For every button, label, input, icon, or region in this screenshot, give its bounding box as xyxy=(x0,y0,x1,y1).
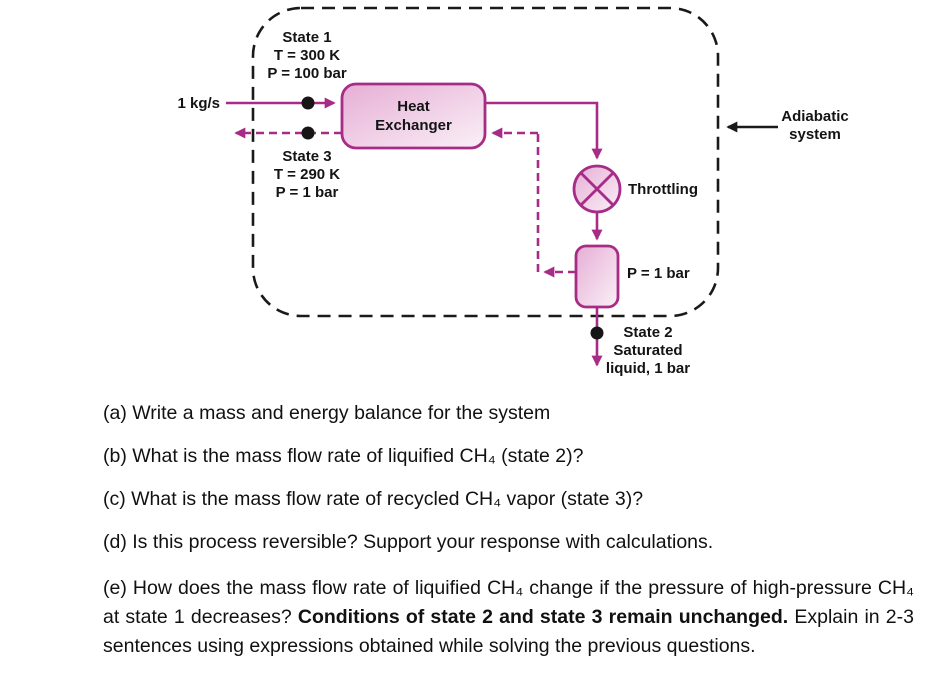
question-e-part2: Explain in 2-3 sentences using expressio… xyxy=(103,606,914,657)
question-e-part1: (e) How does the mass flow rate of liqui… xyxy=(103,577,914,628)
state3-line1: State 3 xyxy=(282,148,332,165)
flow-rate-label: 1 kg/s xyxy=(177,95,220,112)
question-c: (c) What is the mass flow rate of recycl… xyxy=(103,488,644,510)
state3-line3: P = 1 bar xyxy=(275,184,339,201)
question-a: (a) Write a mass and energy balance for … xyxy=(103,402,551,424)
adiabatic-label-line1: Adiabatic xyxy=(781,108,849,125)
question-e-bold: Conditions of state 2 and state 3 remain… xyxy=(297,606,789,628)
question-e: (e) How does the mass flow rate of liqui… xyxy=(103,574,914,661)
state1-line3: P = 100 bar xyxy=(267,65,347,82)
heat-exchanger-label: Heat Exchanger xyxy=(342,84,485,148)
process-diagram: 1 kg/s State 1 T = 300 K P = 100 bar Sta… xyxy=(177,6,861,378)
heat-exchanger-box xyxy=(340,82,487,150)
state3-line2: T = 290 K xyxy=(273,166,341,183)
state1-dot xyxy=(301,96,315,110)
state2-line1: State 2 xyxy=(623,324,673,341)
state3-label: State 3 T = 290 K P = 1 bar xyxy=(257,148,357,202)
adiabatic-label-line2: system xyxy=(789,126,841,143)
throttling-label: Throttling xyxy=(628,181,698,198)
state2-label: State 2 Saturated liquid, 1 bar xyxy=(598,324,698,378)
heat-exchanger-label-line2: Exchanger xyxy=(375,117,452,134)
state2-line2: Saturated xyxy=(613,342,683,359)
state1-line2: T = 300 K xyxy=(273,47,341,64)
question-b: (b) What is the mass flow rate of liquif… xyxy=(103,445,584,467)
question-list: (a) Write a mass and energy balance for … xyxy=(103,402,914,661)
state1-label: State 1 T = 300 K P = 100 bar xyxy=(257,29,357,83)
question-d: (d) Is this process reversible? Support … xyxy=(103,531,714,553)
throttling-valve-icon xyxy=(572,164,622,214)
he-to-valve-line xyxy=(485,101,603,160)
flash-drum xyxy=(574,244,620,309)
drum-pressure-label: P = 1 bar xyxy=(627,265,690,282)
state1-line1: State 1 xyxy=(282,29,332,46)
state3-dot xyxy=(301,126,315,140)
state2-dot xyxy=(590,326,604,340)
diagram-artwork xyxy=(226,6,778,367)
adiabatic-system-label: Adiabatic system xyxy=(769,108,861,144)
heat-exchanger-label-line1: Heat xyxy=(397,98,430,115)
state2-line3: liquid, 1 bar xyxy=(605,360,691,377)
system-boundary xyxy=(251,6,720,318)
